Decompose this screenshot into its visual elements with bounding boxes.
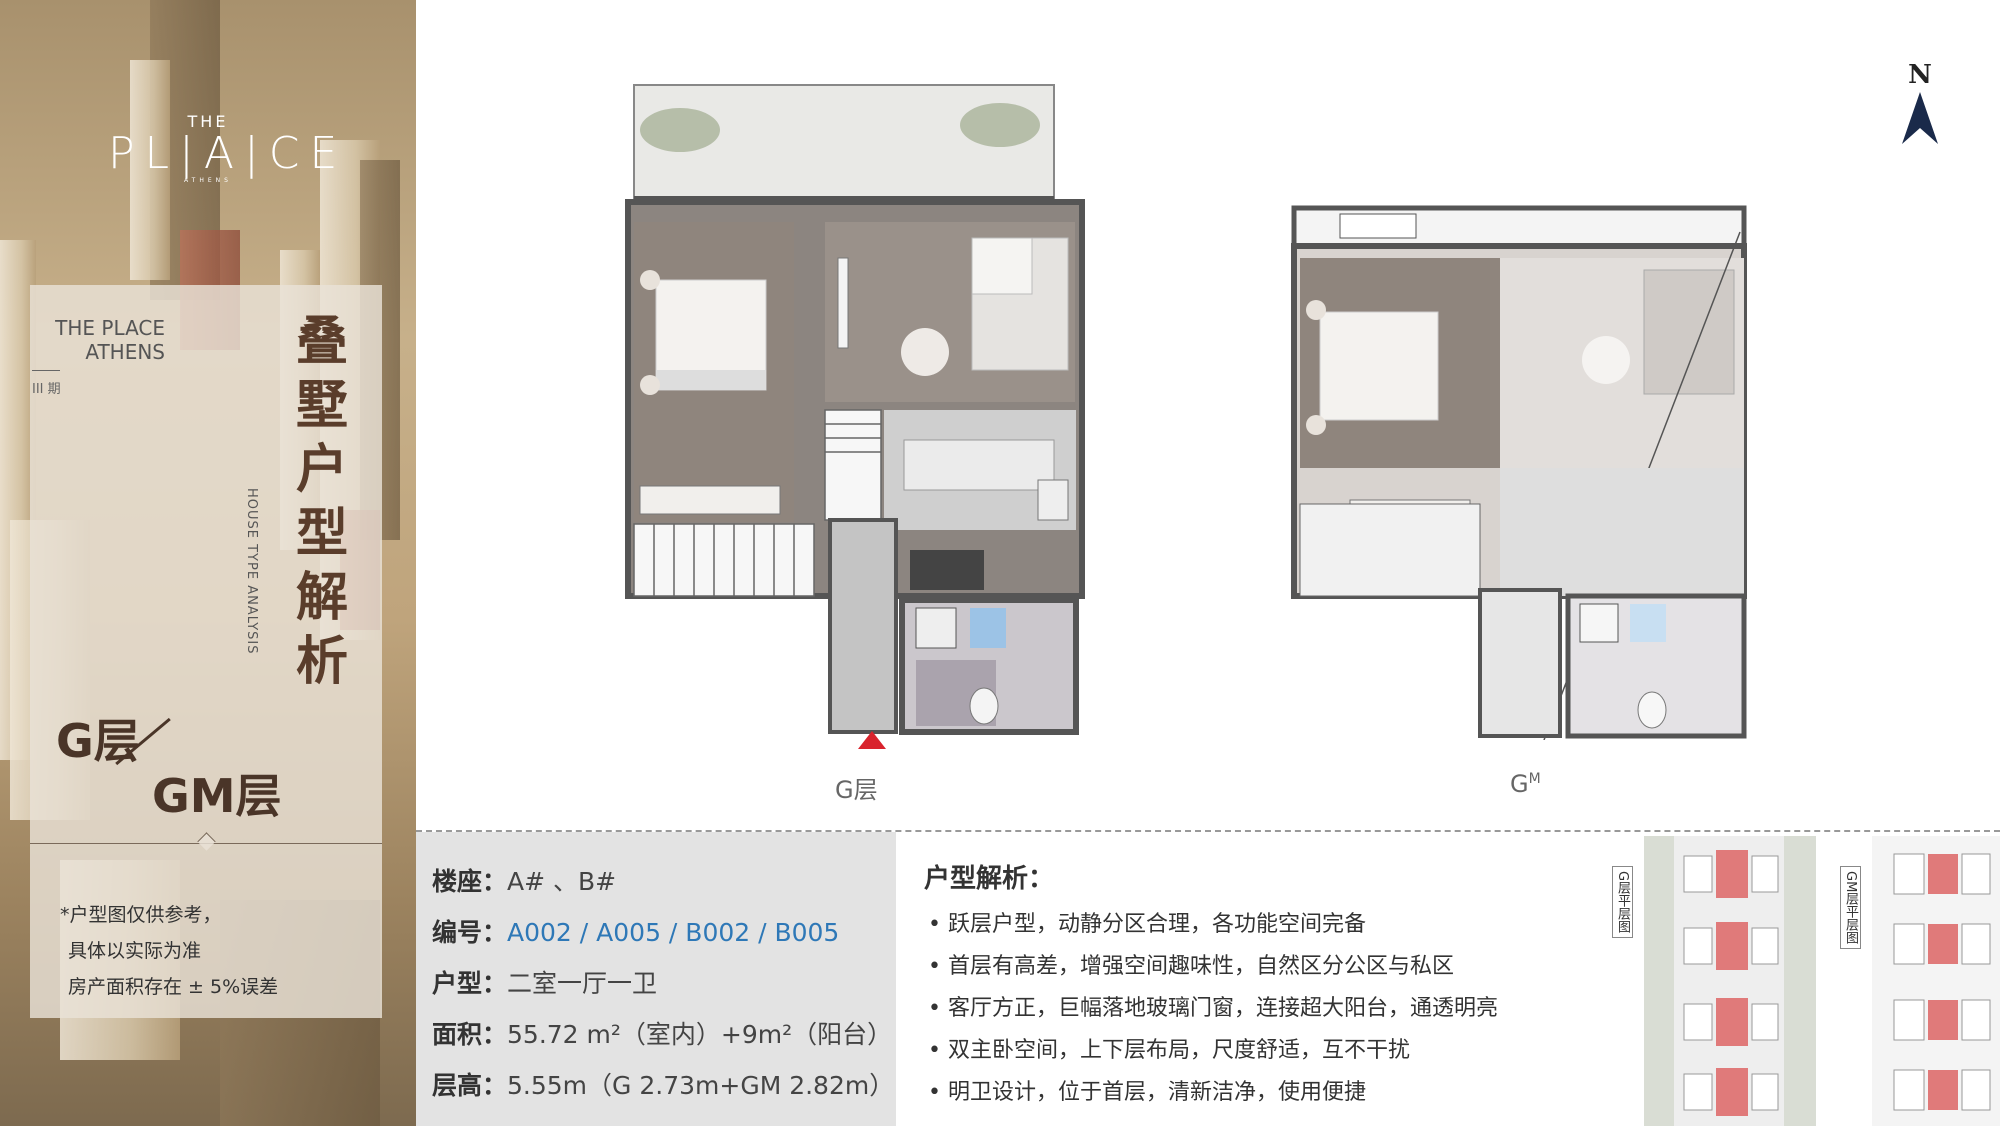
page-title-char: 叠 [295, 312, 348, 372]
g-floor-plan [625, 84, 1085, 735]
analysis-bullet: • 明卫设计，位于首层，清新洁净，使用便捷 [928, 1080, 1366, 1105]
info-key: 编号： [432, 918, 508, 947]
page-title-char: 析 [295, 632, 348, 692]
info-row-code: 编号：A002 / A005 / B002 / B005 [432, 913, 839, 949]
project-name-line1: THE PLACE [55, 316, 165, 340]
floor-label-g: G层 [56, 714, 140, 768]
info-key: 户型： [432, 969, 508, 998]
gm-caption-base: G [1510, 770, 1529, 798]
info-panel [416, 832, 896, 1126]
info-row-area: 面积：55.72 m²（室内）+9m²（阳台） [432, 1015, 892, 1051]
analysis-title: 户型解析： [924, 864, 1055, 894]
phase-label: III 期 [32, 382, 61, 397]
info-value: 55.72 m²（室内）+9m²（阳台） [507, 1020, 893, 1049]
info-value: 二室一厅一卫 [507, 969, 658, 998]
project-name-line2: ATHENS [85, 340, 165, 364]
gm-caption-sup: M [1528, 771, 1541, 787]
info-row-height: 层高：5.55m（G 2.73m+GM 2.82m） [432, 1066, 894, 1102]
gm-site-plan [1872, 836, 2000, 1126]
disclaimer-line: *户型图仅供参考， [60, 904, 222, 926]
info-row-building: 楼座：A# 、B# [432, 862, 616, 898]
north-label: N [1908, 60, 1932, 90]
analysis-bullet: • 客厅方正，巨幅落地玻璃门窗，连接超大阳台，通透明亮 [928, 996, 1498, 1021]
north-arrow-icon [1902, 92, 1938, 144]
brand-logo-place: PL|A|CE [108, 128, 348, 179]
page-title-char: 户 [295, 440, 348, 500]
site-plan-label-g: G层平层图 [1612, 866, 1633, 939]
floor-label-gm: GM层 [152, 769, 282, 823]
page-title-char: 解 [295, 568, 348, 628]
g-site-plan [1644, 836, 1816, 1126]
sidebar: THE PL|A|CE ATHENS THE PLACE ATHENS III … [0, 0, 416, 1126]
brand-logo-athens: ATHENS [184, 177, 232, 184]
page-title: 叠 墅 户 型 解 析 [292, 310, 352, 694]
analysis-bullet: • 首层有高差，增强空间趣味性，自然区分公区与私区 [928, 954, 1454, 979]
info-key: 层高： [432, 1071, 508, 1100]
page-title-char: 墅 [295, 376, 348, 436]
page-title-char: 型 [295, 504, 348, 564]
analysis-bullet: • 跃层户型，动静分区合理，各功能空间完备 [928, 912, 1366, 937]
brand-logo: THE PL|A|CE ATHENS [108, 112, 348, 184]
disclaimer-line: 房产面积存在 ± 5%误差 [68, 976, 279, 998]
brand-logo-the: THE [187, 112, 229, 131]
info-value: A002 / A005 / B002 / B005 [507, 918, 840, 947]
north-indicator: N [1898, 60, 1942, 150]
disclaimer-line: 具体以实际为准 [68, 940, 202, 962]
gm-floor-caption: GM [1510, 770, 1541, 798]
info-value: A# 、B# [507, 867, 617, 896]
section-divider [416, 830, 2000, 832]
info-row-type: 户型：二室一厅一卫 [432, 964, 657, 1000]
info-key: 面积： [432, 1020, 508, 1049]
phase-divider [32, 370, 60, 371]
info-key: 楼座： [432, 867, 508, 896]
page-subtitle: HOUSE TYPE ANALYSIS [244, 488, 259, 655]
g-floor-caption: G层 [835, 776, 878, 804]
gm-floor-plan [1291, 205, 1747, 740]
analysis-bullet: • 双主卧空间，上下层布局，尺度舒适，互不干扰 [928, 1038, 1410, 1063]
entrance-marker [858, 731, 886, 749]
info-value: 5.55m（G 2.73m+GM 2.82m） [507, 1071, 895, 1100]
site-plan-label-gm: GM层平层图 [1840, 866, 1861, 950]
